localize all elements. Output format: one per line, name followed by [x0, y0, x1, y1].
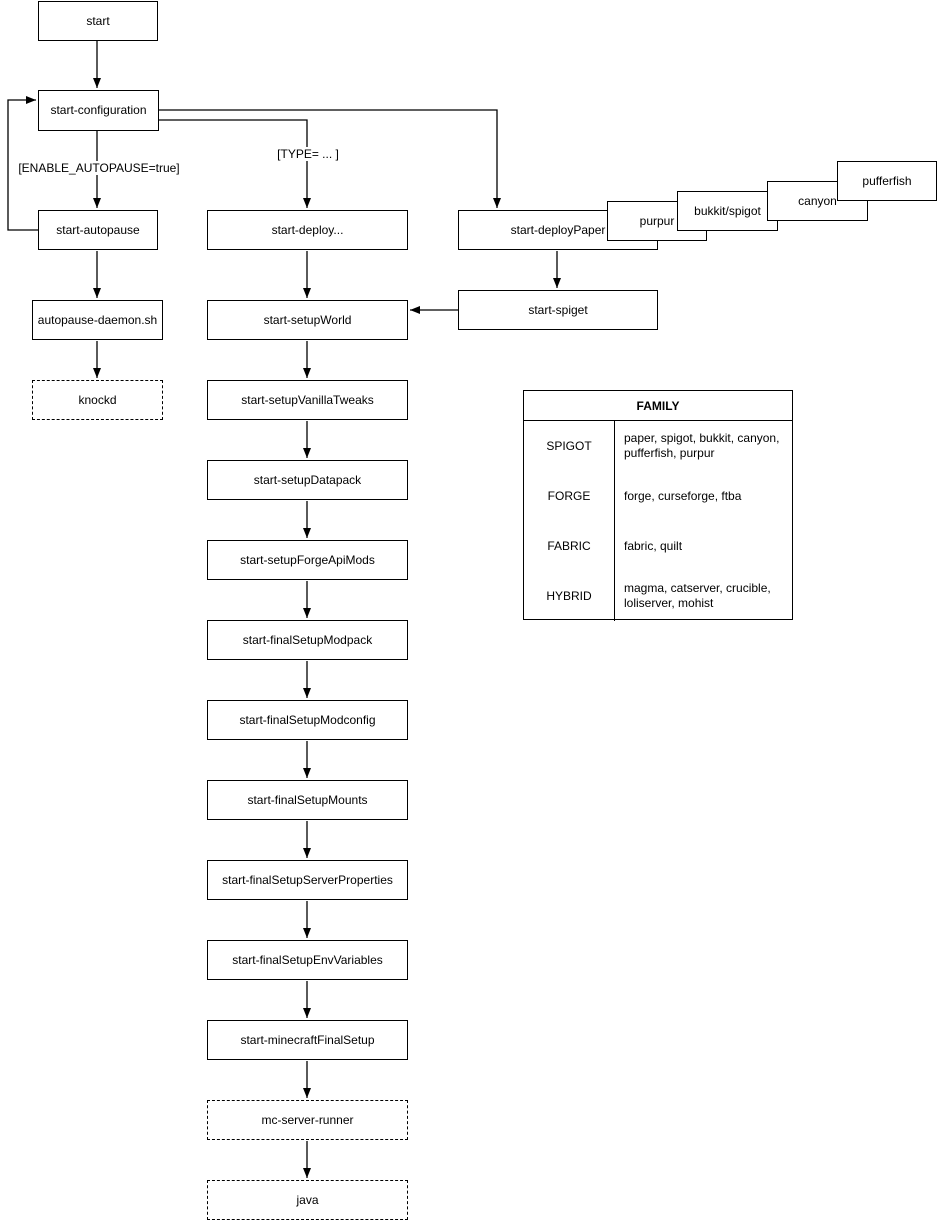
family-table-row-forge: FORGE forge, curseforge, ftba	[524, 471, 792, 521]
members-cell: fabric, quilt	[614, 521, 792, 571]
family-cell: FORGE	[547, 489, 591, 503]
node-java: java	[207, 1180, 408, 1220]
members-cell: forge, curseforge, ftba	[614, 471, 792, 521]
edge-label-type: [TYPE= ... ]	[269, 147, 347, 161]
node-start-finalsetupmounts: start-finalSetupMounts	[207, 780, 408, 820]
family-cell: SPIGOT	[546, 439, 592, 453]
node-start-configuration: start-configuration	[38, 90, 159, 131]
family-table-row-hybrid: HYBRID magma, catserver, crucible, lolis…	[524, 571, 792, 621]
family-table-row-fabric: FABRIC fabric, quilt	[524, 521, 792, 571]
node-bukkit-spigot: bukkit/spigot	[677, 191, 778, 231]
node-start-finalsetupserverproperties: start-finalSetupServerProperties	[207, 860, 408, 900]
node-mc-server-runner: mc-server-runner	[207, 1100, 408, 1140]
node-canyon: canyon	[767, 181, 868, 221]
node-knockd: knockd	[32, 380, 163, 420]
node-start-finalsetupmodconfig: start-finalSetupModconfig	[207, 700, 408, 740]
node-autopause-daemon: autopause-daemon.sh	[32, 300, 163, 340]
members-cell: magma, catserver, crucible, loliserver, …	[614, 571, 792, 621]
node-start-setupworld: start-setupWorld	[207, 300, 408, 340]
edge-label-enable-autopause: [ENABLE_AUTOPAUSE=true]	[18, 161, 180, 175]
node-pufferfish: pufferfish	[837, 161, 937, 201]
node-start: start	[38, 1, 158, 41]
node-start-setupdatapack: start-setupDatapack	[207, 460, 408, 500]
edge-autopause-loop-to-configuration	[7, 96, 38, 231]
members-cell: paper, spigot, bukkit, canyon, pufferfis…	[614, 421, 792, 471]
node-start-minecraftfinalsetup: start-minecraftFinalSetup	[207, 1020, 408, 1060]
family-table-title: FAMILY	[524, 391, 792, 421]
node-start-setupforgeapimods: start-setupForgeApiMods	[207, 540, 408, 580]
family-cell: HYBRID	[546, 589, 592, 603]
node-start-deploy: start-deploy...	[207, 210, 408, 250]
edge-configuration-to-deploy	[159, 119, 311, 208]
node-start-spiget: start-spiget	[458, 290, 658, 330]
family-table: FAMILY SPIGOT paper, spigot, bukkit, can…	[523, 390, 793, 621]
node-start-autopause: start-autopause	[38, 210, 158, 250]
family-table-row-spigot: SPIGOT paper, spigot, bukkit, canyon, pu…	[524, 421, 792, 471]
edge-configuration-to-deploypaper	[159, 109, 501, 208]
node-start-finalsetupmodpack: start-finalSetupModpack	[207, 620, 408, 660]
node-start-setupvanillatweaks: start-setupVanillaTweaks	[207, 380, 408, 420]
node-start-finalsetupenvvariables: start-finalSetupEnvVariables	[207, 940, 408, 980]
family-cell: FABRIC	[547, 539, 591, 553]
